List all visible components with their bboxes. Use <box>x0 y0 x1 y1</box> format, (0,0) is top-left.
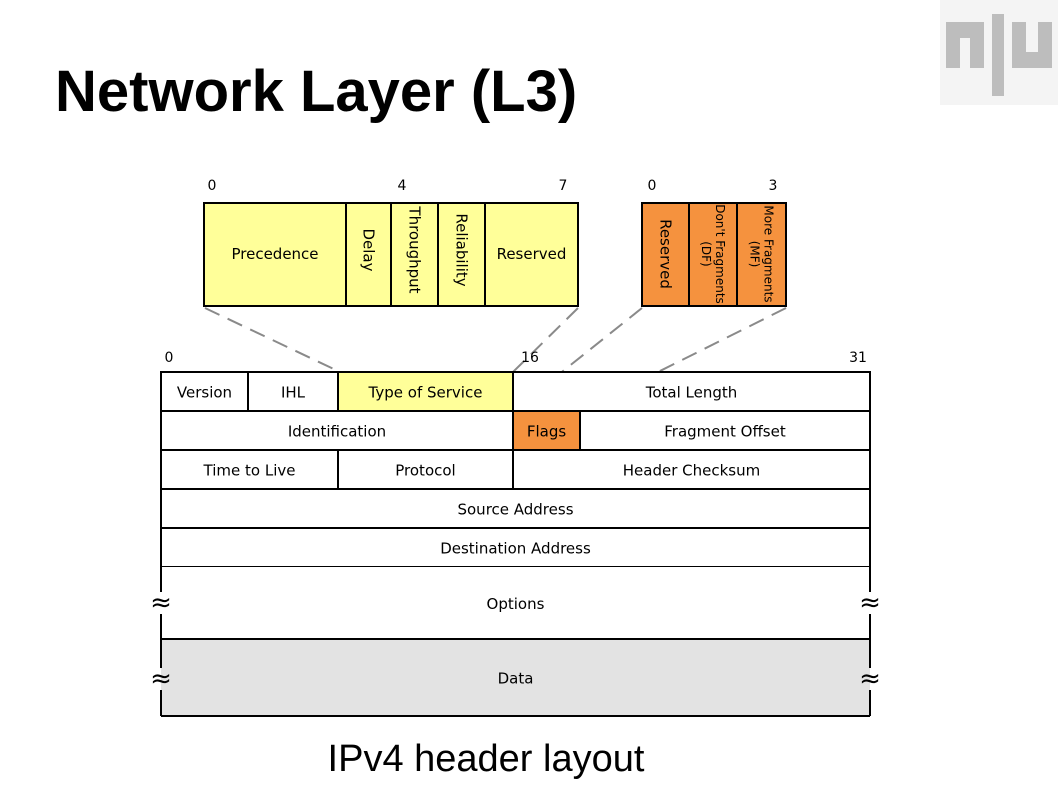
flags-field-box <box>736 202 787 307</box>
connector-line <box>512 307 579 373</box>
tos-bit-label: 4 <box>398 178 407 194</box>
header-field-box <box>579 410 871 451</box>
header-grid: Version IHL Type of Service Total LengthIde… <box>150 350 881 717</box>
header-field-box <box>160 371 249 412</box>
tos-field-label: Throughput <box>406 205 424 293</box>
flags-bit-label: 0 <box>648 178 657 194</box>
tos-bit-label: 7 <box>559 178 568 194</box>
header-field-box <box>247 371 339 412</box>
flags-bit-label: 3 <box>769 178 778 194</box>
connector-line <box>579 307 787 412</box>
header-field-box <box>512 371 871 412</box>
flags-field-label: Don't Fragments <box>713 204 727 304</box>
header-field-label: Version <box>177 384 232 402</box>
tos-field-label: Delay <box>360 228 378 271</box>
header-field-label: Identification <box>288 423 386 441</box>
break-mark-left: ≈ <box>150 588 172 618</box>
logo-bar <box>992 14 1004 96</box>
logo-letter-n <box>946 22 984 68</box>
header-field-box <box>160 527 871 568</box>
tos-detail-box: Precedence Delay Throughput Reliability Rese… <box>203 178 579 307</box>
header-bit-label: 0 <box>165 350 174 366</box>
header-bit-label: 31 <box>849 350 867 366</box>
header-field-box <box>161 567 870 639</box>
header-bit-label: 16 <box>521 350 539 366</box>
slide-title: Network Layer (L3) <box>55 59 578 124</box>
header-field-label: Protocol <box>395 462 455 480</box>
break-mark-left: ≈ <box>150 664 172 694</box>
header-field-label: Source Address <box>457 501 573 519</box>
flags-field-label: More Fragments <box>762 205 776 302</box>
header-field-label: Destination Address <box>440 540 591 558</box>
header-field-label: Header Checksum <box>623 462 760 480</box>
header-field-label: Flags <box>527 423 567 441</box>
header-field-label: Options <box>487 595 545 613</box>
tos-field-label: Precedence <box>231 245 318 263</box>
header-field-box <box>337 449 514 490</box>
logo-letter-u <box>1012 22 1052 68</box>
tos-field-label: Reserved <box>497 245 567 263</box>
flags-detail-box: Reserved Don't Fragments(DF) More Fragment… <box>641 178 787 307</box>
tos-field-box <box>203 202 347 307</box>
break-mark-right: ≈ <box>859 588 881 618</box>
header-field-label: Type of Service <box>368 384 483 402</box>
connector-line <box>204 307 341 373</box>
header-field-label: Fragment Offset <box>664 423 786 441</box>
flags-field-label: (DF) <box>699 241 713 267</box>
tos-field-box <box>345 202 392 307</box>
header-field-label: Data <box>498 670 534 688</box>
caption-text: IPv4 header layout <box>327 738 645 780</box>
header-field-box <box>161 639 870 716</box>
flags-field-label: (MF) <box>748 241 762 268</box>
tos-field-box <box>484 202 579 307</box>
university-logo <box>940 0 1058 105</box>
header-field-label: IHL <box>281 384 306 402</box>
header-field-box <box>160 449 339 490</box>
tos-bit-label: 0 <box>208 178 217 194</box>
slide-caption: IPv4 header layout <box>0 738 1058 781</box>
tos-field-box <box>437 202 486 307</box>
header-field-label: Total Length <box>645 384 738 402</box>
header-field-label: Time to Live <box>203 462 296 480</box>
flags-field-label: Reserved <box>657 219 675 289</box>
logo-mark <box>946 14 1052 96</box>
tos-field-label: Reliability <box>453 213 471 286</box>
break-mark-right: ≈ <box>859 664 881 694</box>
